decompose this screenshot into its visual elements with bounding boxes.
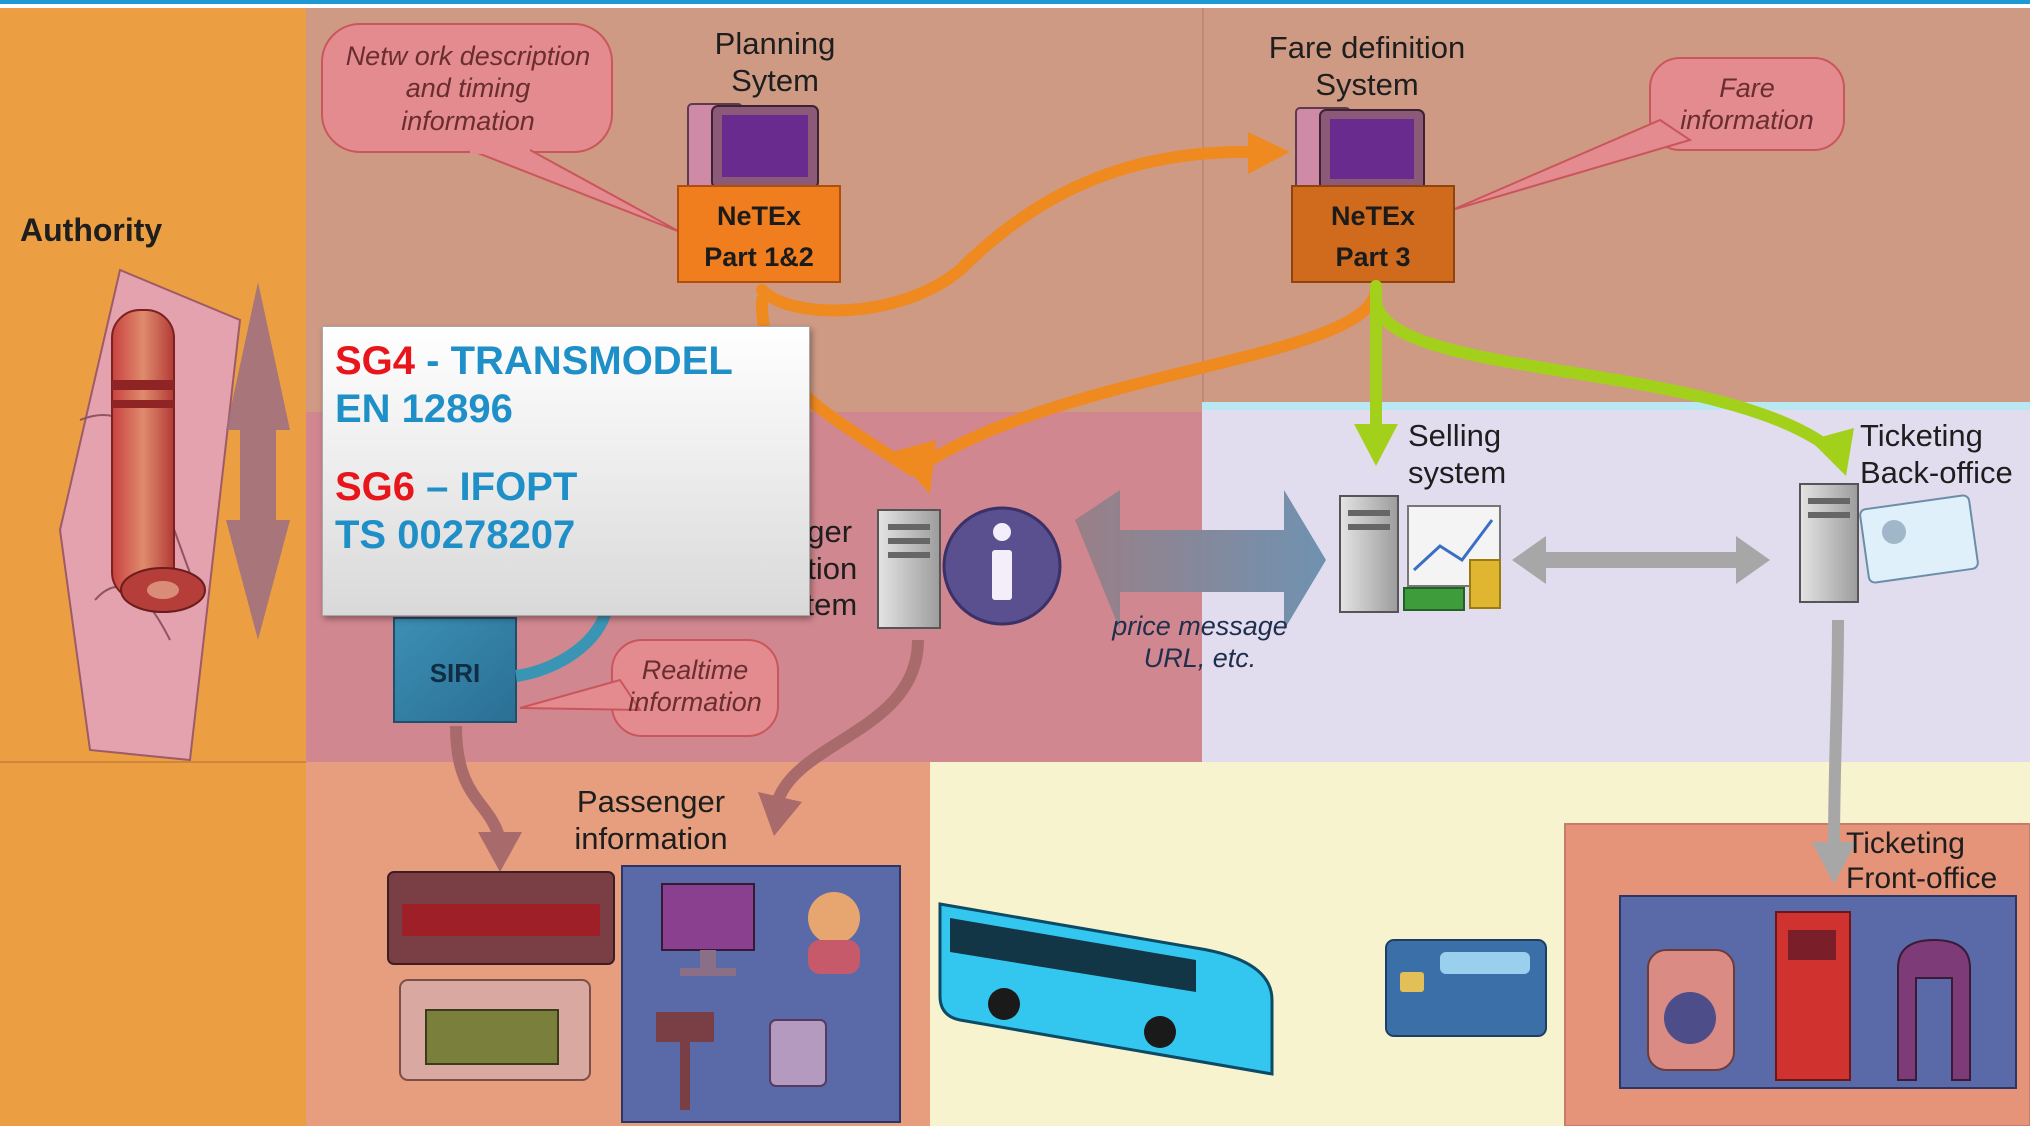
tablet-icon [769,1019,827,1087]
jp-to-pi-arrowhead [758,792,802,836]
planning-computer-icon [687,103,819,191]
info-icon [942,506,1062,626]
selling-zone-top [1202,402,2030,410]
backoffice-server-icon [1799,483,1859,603]
price-message-text: price message URL, etc. [1112,611,1288,674]
netex-part12-box [677,185,841,283]
netex-part3-box [1291,185,1455,283]
selling-system-label: Selling system [1408,418,1507,490]
authority-label: Authority [20,212,163,248]
siri-to-pi-arrowhead [478,832,522,872]
gate-icon [1897,938,1971,1081]
selling-backoffice-arrow [1512,536,1770,584]
sg6-standard: TS 00278207 [335,513,576,557]
fare-callout [1451,57,1845,211]
network-description-callout-text: Netw ork description and timing informat… [345,41,591,136]
orange-arrowhead-jp [892,440,936,494]
realtime-information-callout-text: Realtime information [628,655,762,718]
green-arrowhead-backoffice [1810,428,1854,476]
kiosk-icon [656,1012,714,1042]
sg6-line: SG6 – IFOPT [335,463,797,511]
sg4-line: SG4 - TRANSMODEL [335,337,797,385]
jp-to-pi-line [772,639,924,803]
backoffice-frontoffice-line [1828,619,1844,851]
fare-definition-system-label: Fare definition System [1268,30,1466,102]
sg6-title: – IFOPT [415,465,578,509]
journey-planner-server-icon [877,509,941,629]
authority-exchange-arrow [226,282,290,640]
terminal-display-icon [399,979,591,1081]
fare-information-callout-text: Fare information [1680,73,1814,136]
sales-chart-icon [1403,505,1501,611]
sg4-standard: EN 12896 [335,387,513,431]
top-rule [0,0,2030,4]
siri-to-pi-line [450,725,506,842]
price-exchange-arrow [1075,490,1326,630]
front-office-devices-panel [1619,895,2017,1089]
siri-label: SIRI [429,658,481,688]
ticketing-frontoffice-label: Ticketing Front-office [1846,827,1998,896]
transport-card-icon [1385,939,1547,1037]
id-card-icon [1859,494,1979,584]
led-display-icon [387,871,615,965]
helpdesk-agent-icon [808,892,860,944]
planning-system-label: Planning Sytem [714,26,836,98]
monitor-icon [661,883,755,951]
green-flow-arrows [1370,280,1838,456]
fare-computer-icon [1295,107,1425,193]
bus-icon [938,902,1274,1076]
passenger-information-label: Passenger information [574,784,728,856]
netex-part3-label: NeTEx Part 3 [1330,201,1416,272]
siri-box [393,617,517,723]
ticketing-backoffice-label: Ticketing Back-office [1860,418,2013,490]
green-arrowhead-selling [1354,424,1398,466]
siri-callout [519,639,779,737]
planning-callout [321,23,681,233]
sg6-code: SG6 [335,465,416,509]
netex-part12-label: NeTEx Part 1&2 [704,201,814,272]
passenger-devices-panel [621,865,901,1123]
backoffice-frontoffice-arrowhead [1812,842,1856,884]
standards-overlay-box: SG4 - TRANSMODEL EN 12896 SG6 – IFOPT TS… [322,326,810,616]
sg4-code: SG4 [335,339,416,383]
orange-arrowhead-fare [1248,132,1290,174]
sg4-title: - TRANSMODEL [415,339,733,383]
authority-scroll-icon [58,268,242,762]
selling-server-icon [1339,495,1399,613]
siri-link [515,608,612,682]
